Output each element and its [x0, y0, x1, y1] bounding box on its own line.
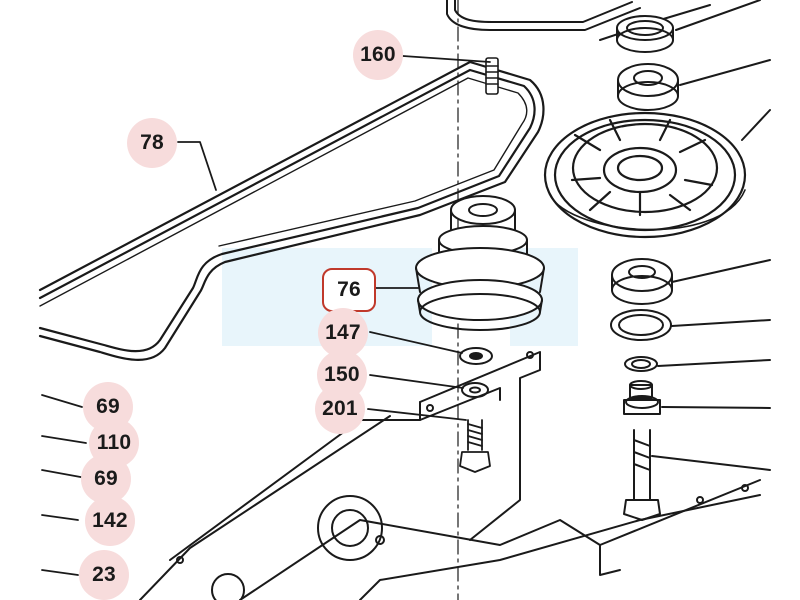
pulley-76 [415, 195, 545, 331]
washer-147 [459, 347, 493, 365]
mounting-frame [139, 351, 761, 600]
callout-label: 69 [94, 467, 118, 490]
callout-label: 69 [96, 395, 120, 418]
callout-201[interactable]: 201 [315, 384, 365, 434]
pin-160 [485, 57, 499, 95]
callout-label: 142 [92, 509, 128, 532]
callout-label: 150 [324, 363, 360, 386]
callout-label: 160 [360, 43, 396, 66]
callout-76-selected[interactable]: 76 [322, 268, 376, 312]
lower-stack [610, 258, 771, 521]
callout-label: 110 [96, 431, 132, 454]
leader-lines [41, 55, 491, 576]
callout-78[interactable]: 78 [127, 118, 177, 168]
upper-bearings [616, 0, 771, 141]
callout-label: 78 [140, 131, 164, 154]
callout-160[interactable]: 160 [353, 30, 403, 80]
large-pulley [543, 111, 747, 239]
bolt-201 [459, 419, 491, 473]
washer-150 [461, 382, 489, 398]
callout-label: 147 [325, 321, 361, 344]
callout-142[interactable]: 142 [85, 496, 135, 546]
callout-23[interactable]: 23 [79, 550, 129, 600]
callout-147[interactable]: 147 [318, 308, 368, 358]
callout-69-lower[interactable]: 69 [81, 454, 131, 504]
callout-label: 201 [322, 397, 358, 420]
callout-label: 76 [337, 278, 361, 301]
drive-belt [38, 60, 545, 361]
callout-label: 23 [92, 563, 116, 586]
